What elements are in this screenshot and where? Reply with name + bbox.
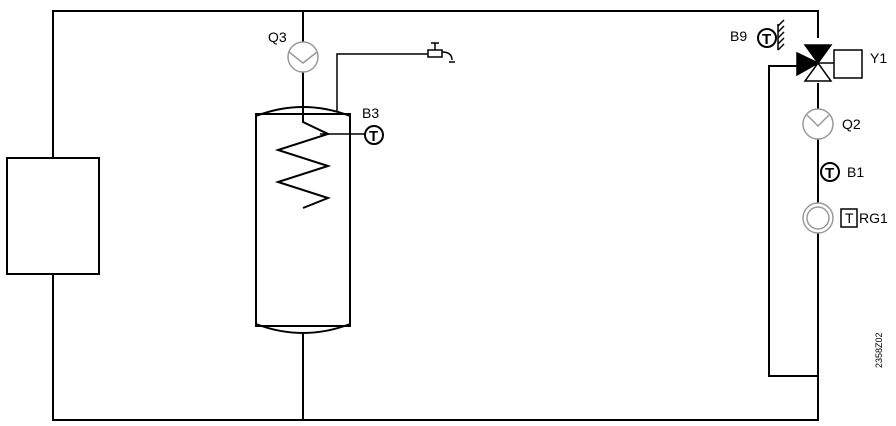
return-line-bottom <box>52 83 819 421</box>
dhw-outlet-line <box>336 53 430 112</box>
label-b3: B3 <box>362 105 379 121</box>
heating-coil-icon <box>274 108 332 209</box>
actuator-icon <box>833 49 863 79</box>
three-way-valve-icon <box>796 44 833 82</box>
bypass-line <box>768 65 818 377</box>
temperature-sensor-icon <box>364 125 384 145</box>
sensor-rg1-symbol: T <box>845 210 854 226</box>
sensor-b9-symbol: T <box>762 31 771 48</box>
wall-hatch <box>777 19 785 51</box>
sensor-b1: T B1 <box>820 162 864 182</box>
drawing-number: 2358Z02 <box>874 332 884 368</box>
piping <box>52 10 819 421</box>
sensor-b3-symbol: T <box>369 128 378 145</box>
outside-temperature-sensor-icon <box>757 28 777 48</box>
temperature-sensor-icon <box>820 162 840 182</box>
sensor-b1-symbol: T <box>825 165 834 182</box>
label-y1: Y1 <box>870 50 887 66</box>
pump-q2: Q2 <box>802 108 861 140</box>
label-b9: B9 <box>730 28 747 44</box>
sensor-b3: T B3 <box>362 105 384 145</box>
sensor-b9: T B9 <box>730 19 785 51</box>
dhw-storage-cylinder <box>255 106 366 334</box>
label-rg1: RG1 <box>859 210 888 226</box>
label-q3: Q3 <box>268 29 287 45</box>
heat-generator-box <box>6 157 100 275</box>
faucet-icon <box>427 42 455 63</box>
room-unit-rg1: T RG1 <box>802 202 888 234</box>
pump-q3: Q3 <box>268 29 319 73</box>
label-q2: Q2 <box>842 116 861 132</box>
supply-line-top <box>52 10 819 160</box>
label-b1: B1 <box>847 164 864 180</box>
mixing-valve-y1: Y1 <box>796 44 887 82</box>
room-sensor-box <box>840 208 858 228</box>
